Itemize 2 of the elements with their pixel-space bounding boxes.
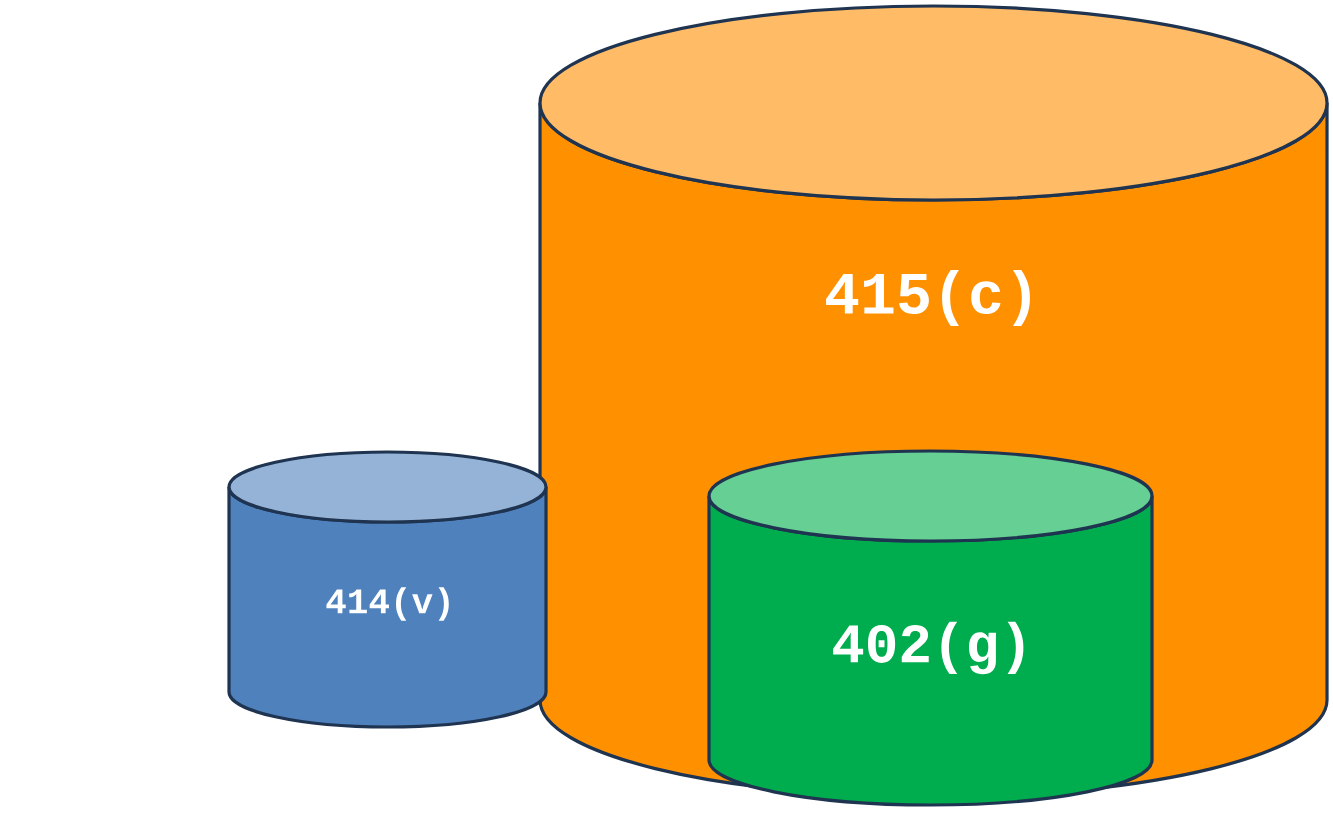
cylinder: 402(g) bbox=[707, 449, 1154, 807]
cylinder: 414(v) bbox=[227, 450, 548, 729]
